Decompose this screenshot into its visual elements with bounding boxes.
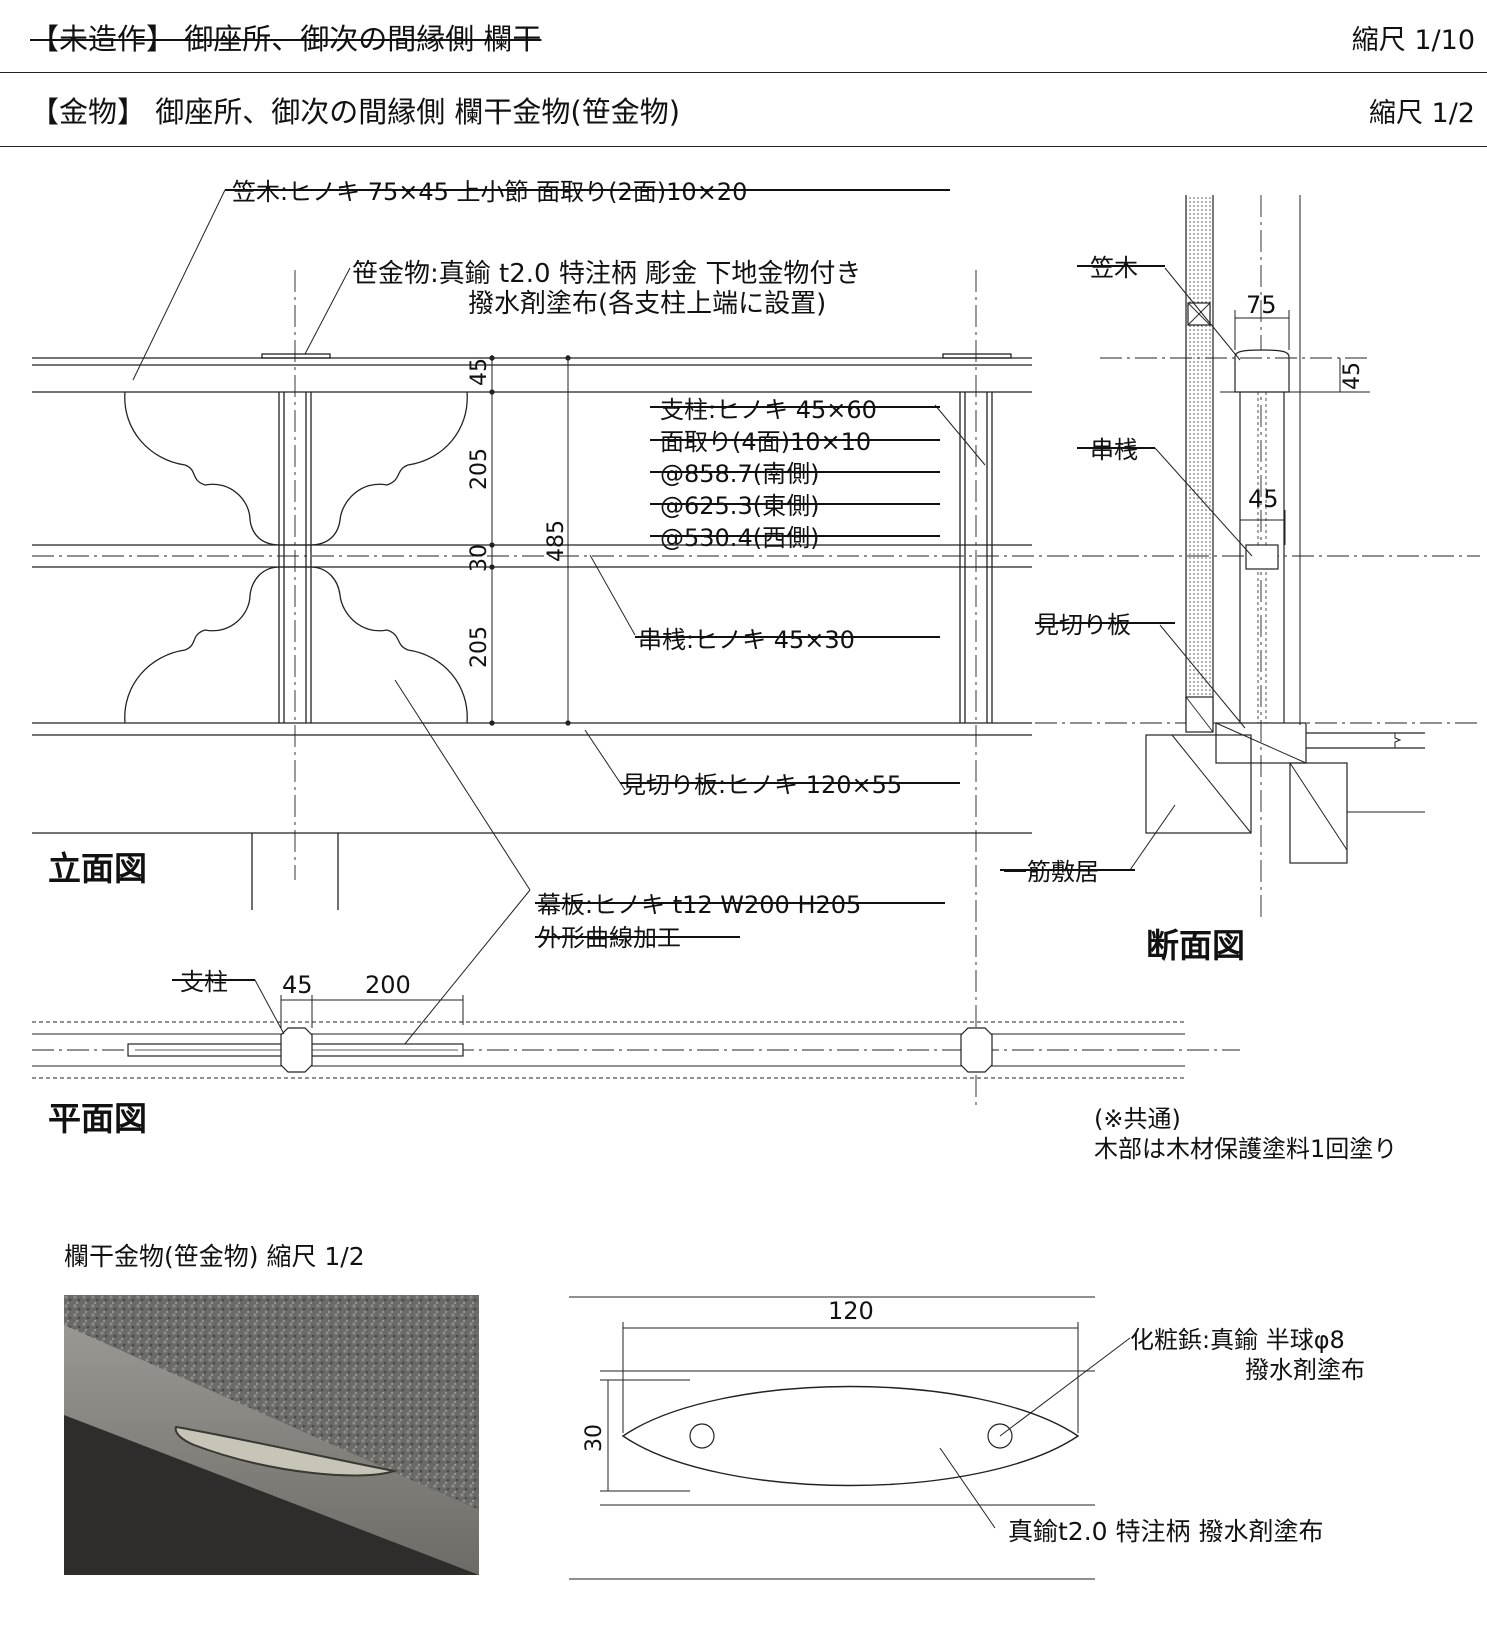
- dim-45: 45: [467, 358, 492, 386]
- dim-485: 485: [544, 520, 569, 562]
- hw-leaf-outline: [621, 1385, 1080, 1487]
- makuita-curve-upper: [124, 391, 468, 546]
- dim-sec-75: 75: [1246, 291, 1277, 319]
- label-sec-kushizan: 串桟: [1090, 436, 1138, 464]
- label-shichu-1: 支柱:ヒノキ 45×60: [660, 396, 877, 424]
- plan-view: [32, 979, 1240, 1079]
- elevation-view: [32, 189, 1480, 1110]
- dim-205-lower: 205: [467, 626, 492, 668]
- label-sec-shikii: 一筋敷居: [1003, 858, 1099, 886]
- label-shichu-5: @530.4(西側): [660, 524, 819, 552]
- label-plan-shichu: 支柱: [180, 968, 228, 996]
- dim-plan-200: 200: [365, 971, 411, 999]
- label-kushizan: 串桟:ヒノキ 45×30: [638, 626, 855, 654]
- dim-hw-30: 30: [582, 1424, 607, 1452]
- label-mikiri: 見切り板:ヒノキ 120×55: [622, 771, 902, 799]
- dim-30: 30: [467, 544, 492, 572]
- makuita-curve-lower: [124, 566, 468, 724]
- label-shichu-4: @625.3(東側): [660, 492, 819, 520]
- section-view: [1100, 195, 1425, 920]
- dim-sec-45b: 45: [1248, 485, 1279, 513]
- dim-plan-45: 45: [282, 971, 313, 999]
- header1-title: 【未造作】 御座所、御次の間縁側 欄干: [30, 22, 542, 56]
- label-shichu-2: 面取り(4面)10×10: [660, 428, 871, 456]
- view-title-plan: 平面図: [48, 1099, 147, 1138]
- dim-205-upper: 205: [467, 448, 492, 490]
- hardware-photo: [64, 1295, 479, 1575]
- hardware-drawing: [569, 1296, 1131, 1580]
- hw-title: 欄干金物(笹金物) 縮尺 1/2: [64, 1242, 365, 1271]
- label-sec-mikiri: 見切り板: [1035, 611, 1131, 639]
- label-hw-byo-1: 化粧鋲:真鍮 半球φ8: [1130, 1326, 1345, 1354]
- header2-title: 【金物】 御座所、御次の間縁側 欄干金物(笹金物): [30, 95, 681, 129]
- header-row-1: 【未造作】 御座所、御次の間縁側 欄干 縮尺 1/10: [0, 0, 1487, 73]
- header-row-2: 【金物】 御座所、御次の間縁側 欄干金物(笹金物) 縮尺 1/2: [0, 73, 1487, 147]
- label-makuita-2: 外形曲線加工: [537, 924, 681, 952]
- label-shichu-3: @858.7(南側): [660, 460, 819, 488]
- plan-post-right: [960, 1027, 993, 1073]
- label-sec-kasagi: 笠木: [1090, 254, 1138, 282]
- note-line-2: 木部は木材保護塗料1回塗り: [1094, 1135, 1397, 1163]
- view-title-section: 断面図: [1146, 926, 1245, 965]
- plan-post-left: [280, 1027, 313, 1073]
- note-line-1: (※共通): [1094, 1105, 1181, 1133]
- header1-scale: 縮尺 1/10: [1351, 25, 1475, 56]
- dim-sec-45: 45: [1340, 362, 1365, 390]
- label-hw-byo-2: 撥水剤塗布: [1245, 1356, 1365, 1384]
- view-title-elevation: 立面図: [48, 849, 147, 888]
- label-kasagi: 笠木:ヒノキ 75×45 上小節 面取り(2面)10×20: [232, 178, 747, 206]
- label-makuita-1: 幕板:ヒノキ t12 W200 H205: [537, 891, 861, 919]
- header2-scale: 縮尺 1/2: [1368, 98, 1475, 129]
- label-sasa-2: 撥水剤塗布(各支柱上端に設置): [468, 289, 826, 319]
- label-hw-material: 真鍮t2.0 特注柄 撥水剤塗布: [1008, 1517, 1323, 1546]
- dim-hw-120: 120: [828, 1297, 874, 1325]
- label-sasa-1: 笹金物:真鍮 t2.0 特注柄 彫金 下地金物付き: [352, 259, 861, 289]
